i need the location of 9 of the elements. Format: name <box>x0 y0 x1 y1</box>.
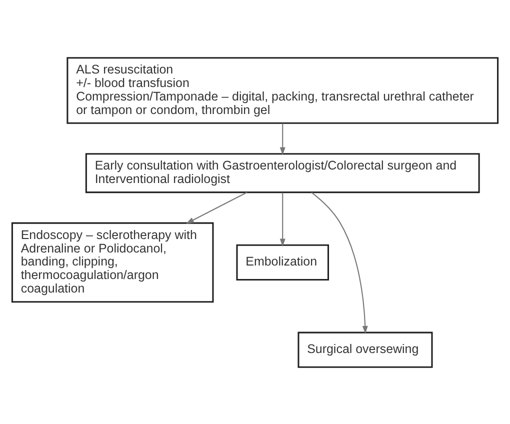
arrow <box>186 191 248 224</box>
node-box: Endoscopy – sclerotherapy with Adrenaline or Polidocanol, banding, clipping, thermocoagulation/argon coagulation <box>11 222 214 302</box>
node-box: Surgical oversewing <box>298 331 433 368</box>
node-box: ALS resuscitation +/- blood transfusion Compression/Tamponade – digital, packing, transrectal urethral catheter or tampon or condom, thrombin gel <box>66 56 499 124</box>
arrow <box>311 192 368 334</box>
arrow <box>280 122 286 155</box>
node-box: Early consultation with Gastroenterologist/Colorectal surgeon and Interventional radiologist <box>85 152 480 193</box>
arrow <box>280 192 286 246</box>
node-box: Embolization <box>236 244 330 280</box>
